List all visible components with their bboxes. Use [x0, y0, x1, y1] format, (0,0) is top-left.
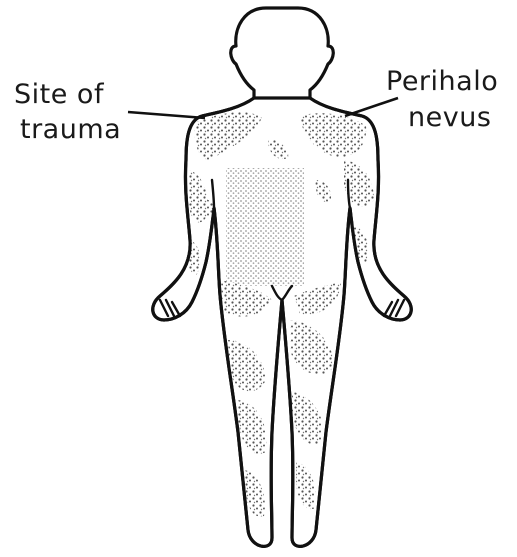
leader-line-nevus: [345, 98, 398, 116]
body-outline: [153, 98, 411, 546]
label-trauma: trauma: [20, 114, 121, 145]
label-perihalo: Perihalo: [386, 66, 498, 97]
leader-line-trauma: [128, 112, 205, 118]
label-site-of: Site of: [14, 79, 105, 110]
head-outline: [231, 8, 334, 100]
label-nevus: nevus: [408, 102, 491, 133]
